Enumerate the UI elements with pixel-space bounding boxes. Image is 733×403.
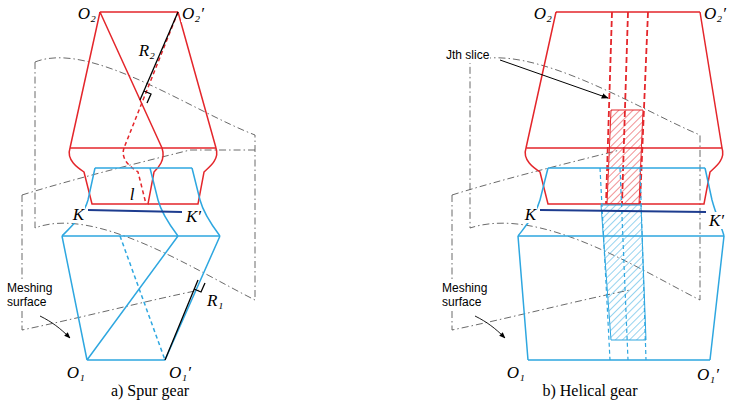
tooth-profile (192, 168, 220, 236)
tooth-base (70, 147, 216, 149)
dimension-label: l (129, 186, 136, 203)
radius-lines (140, 12, 205, 360)
tooth-profile (518, 168, 548, 236)
leader-line (40, 316, 70, 338)
tooth-profile (150, 168, 178, 236)
point-label: O₂′ (181, 5, 205, 22)
contact-line (540, 210, 706, 212)
annotation: Meshing surface (441, 282, 505, 310)
slice-boundary (600, 168, 646, 360)
tooth-profile (148, 148, 217, 204)
point-label: K′ (185, 208, 202, 225)
radius-line (165, 280, 198, 360)
upper-gear-tooth (525, 12, 723, 204)
point-label: O₂ (77, 5, 97, 22)
point-label: K (72, 206, 85, 223)
point-label: O₁′ (168, 364, 192, 381)
annotation: Jth slice (445, 49, 490, 63)
meshing-surface (22, 58, 700, 330)
dimension-label: R₂ (138, 42, 156, 59)
point-label: O₂ (533, 5, 553, 22)
annotation: Meshing surface (6, 282, 70, 310)
leader-line (500, 60, 608, 98)
point-label: O₁ (506, 364, 526, 381)
point-label: K (524, 206, 537, 223)
right-angle-mark (194, 283, 205, 292)
dimension-label: R₁ (206, 292, 224, 309)
leader-line (475, 316, 505, 338)
tooth-body (62, 236, 220, 360)
lower-gear-tooth (62, 168, 220, 360)
tooth-profile (69, 148, 163, 204)
contact-line (88, 210, 182, 212)
hatched-slice (601, 205, 646, 340)
upper-gear-tooth (69, 12, 217, 204)
point-label: O₁ (66, 364, 86, 381)
tooth-body (70, 12, 216, 148)
point-label: O₂′ (703, 5, 727, 22)
meshing-plane (470, 58, 700, 300)
hidden-edge (123, 12, 178, 204)
hidden-edge (120, 236, 165, 360)
caption: b) Helical gear (541, 383, 638, 399)
lower-gear-tooth (518, 168, 724, 360)
caption: a) Spur gear (110, 383, 190, 399)
hatched-slice (607, 110, 643, 204)
slice-boundary (606, 12, 648, 204)
tooth-tip (95, 167, 192, 169)
right-angle-mark (144, 91, 151, 103)
point-label: O₁′ (696, 366, 720, 383)
point-label: K′ (708, 212, 725, 229)
tooth-tip (548, 167, 705, 169)
tooth-profile (62, 168, 95, 236)
